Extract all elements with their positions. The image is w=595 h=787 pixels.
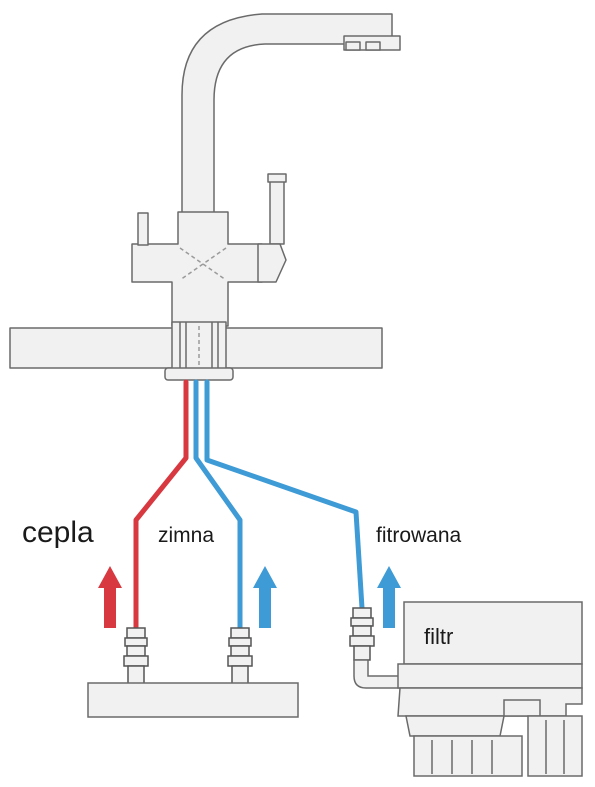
hot-water-label: cepla xyxy=(22,516,94,549)
filtered-water-label: fitrowana xyxy=(376,524,462,547)
left-handle xyxy=(137,212,149,246)
filter-pipe xyxy=(353,659,409,689)
filtered-valve xyxy=(349,607,375,661)
right-handle xyxy=(269,177,285,245)
mounting-nut xyxy=(164,367,234,381)
cold-hose xyxy=(193,379,243,631)
hot-valve xyxy=(123,627,149,685)
hot-arrow-icon xyxy=(98,566,122,628)
cold-arrow-icon xyxy=(253,566,277,628)
filtered-hose xyxy=(204,379,365,611)
faucet-cross-mark xyxy=(179,247,227,281)
cold-water-label: zimna xyxy=(158,524,215,547)
cabinet-base xyxy=(87,682,299,718)
cold-valve xyxy=(227,627,253,685)
filter-unit xyxy=(397,601,583,777)
filtered-arrow-icon xyxy=(377,566,401,628)
hot-hose xyxy=(133,379,189,631)
filter-label: filtr xyxy=(424,624,454,649)
